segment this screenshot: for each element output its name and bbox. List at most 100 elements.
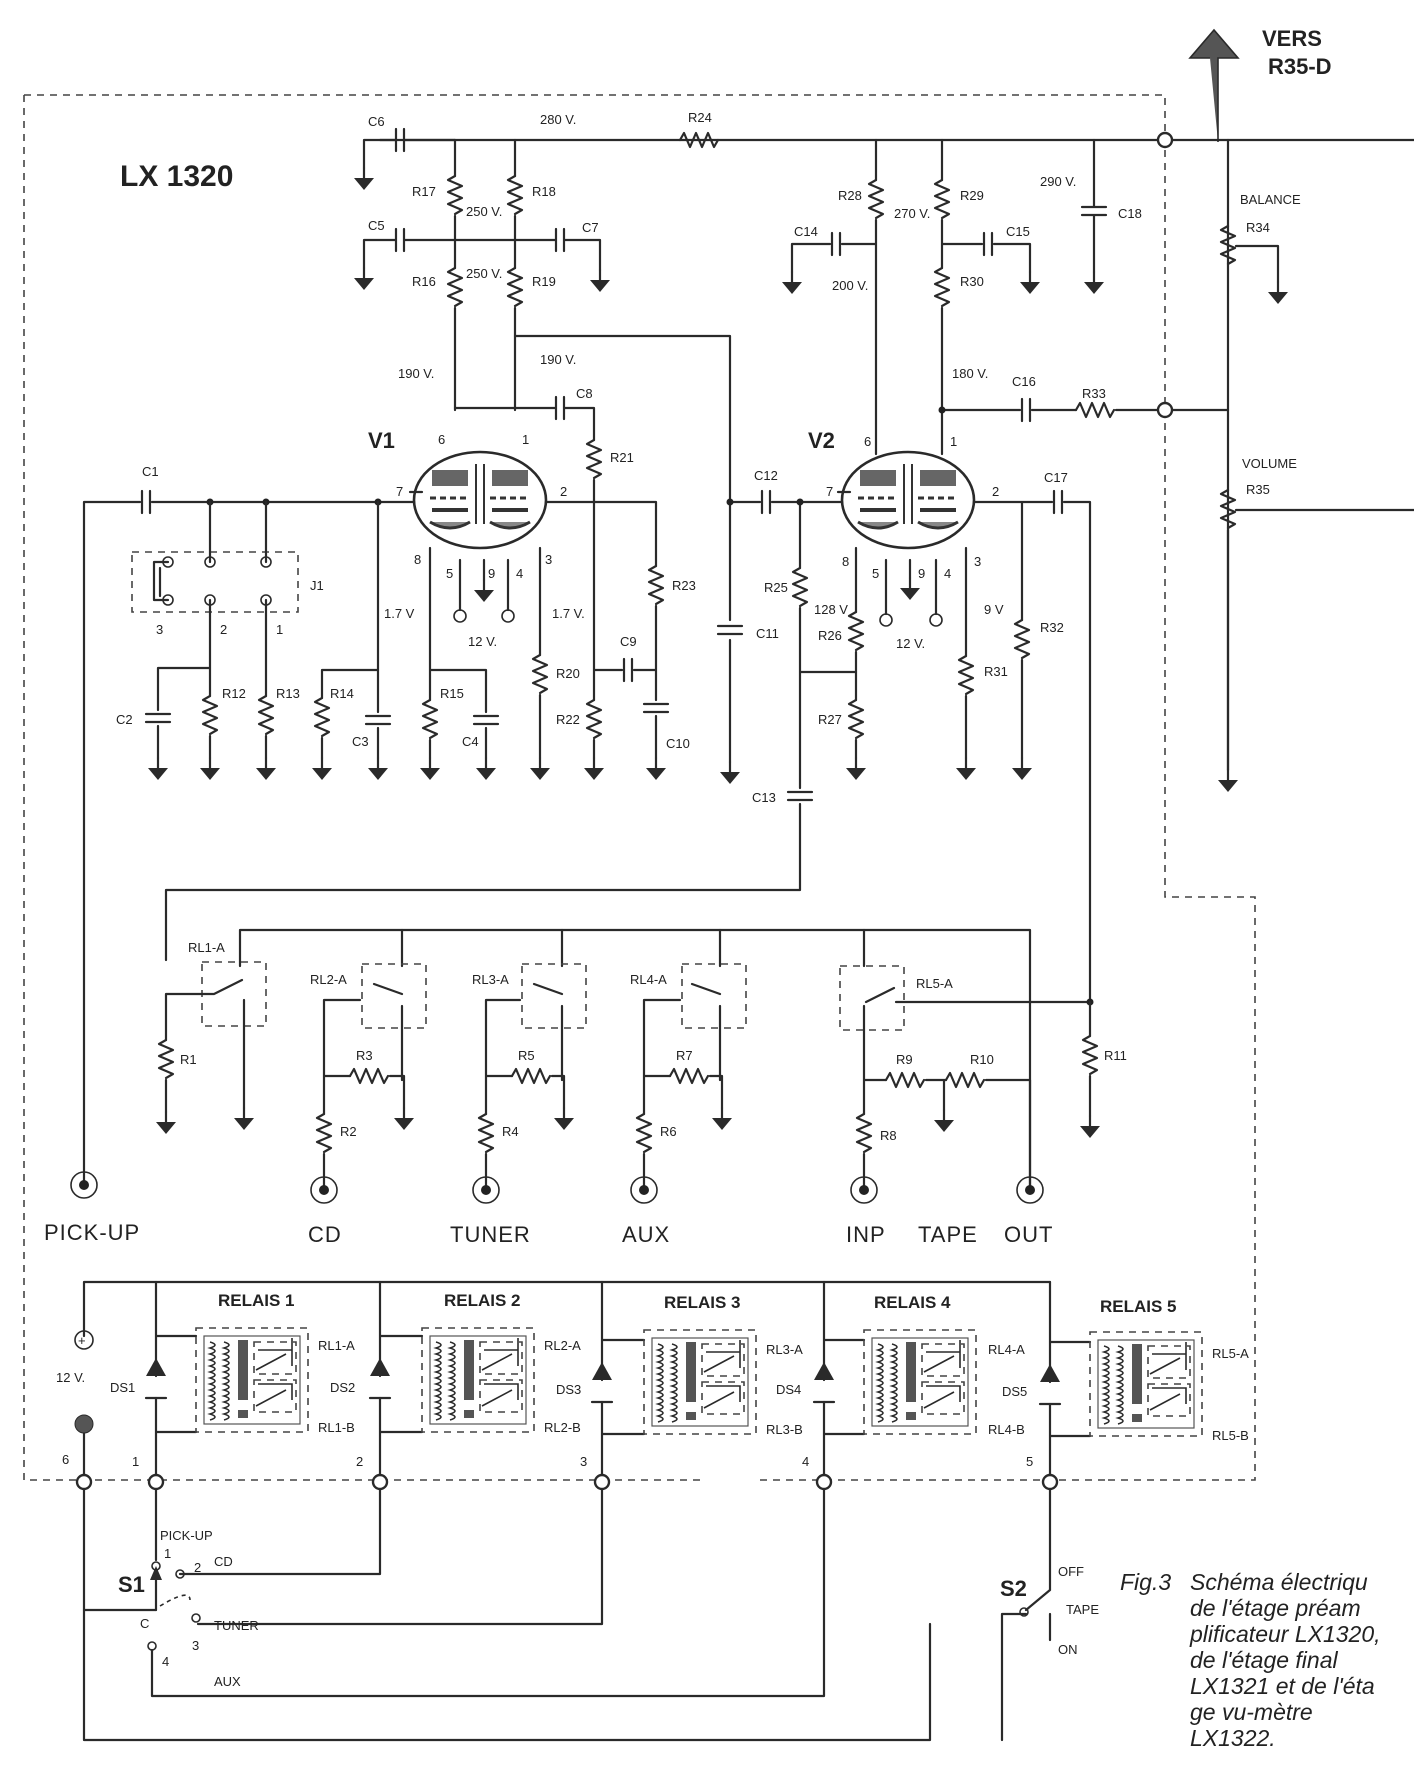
- c17-capacitor: [1052, 489, 1064, 515]
- relais-1-box: [195, 1327, 309, 1433]
- c11-capacitor: [716, 624, 744, 636]
- ground-icon: [366, 756, 390, 782]
- relais-1-diode: DS1: [110, 1380, 135, 1395]
- r15-label: R15: [440, 686, 464, 701]
- v1-pin-labels: 6 1 7 2 8 5 9 4 3: [396, 432, 567, 581]
- rl2a-contact: [361, 963, 427, 1029]
- connector-aux: AUX: [622, 1222, 670, 1247]
- c7-label: C7: [582, 220, 599, 235]
- svg-text:1: 1: [522, 432, 529, 447]
- r21-resistor: [585, 438, 603, 480]
- relais-4-contact-a: RL4-A: [988, 1342, 1025, 1357]
- terminal-4: [815, 1473, 833, 1491]
- terminal-6: [75, 1473, 93, 1491]
- c17-label: C17: [1044, 470, 1068, 485]
- c18-capacitor: [1080, 205, 1108, 217]
- ground-icon: [198, 756, 222, 782]
- plus-terminal-icon: [74, 1330, 94, 1350]
- r35-label: R35: [1246, 482, 1270, 497]
- voltage-280: 280 V.: [540, 112, 576, 127]
- v2-label: V2: [808, 428, 835, 453]
- relais-2-box: [421, 1327, 535, 1433]
- s2-switch[interactable]: [1019, 1607, 1029, 1617]
- c8-label: C8: [576, 386, 593, 401]
- r16-resistor: [446, 266, 464, 308]
- r9-label: R9: [896, 1052, 913, 1067]
- caption-line-3: plificateur LX1320,: [1189, 1621, 1381, 1647]
- j1-label: J1: [310, 578, 324, 593]
- voltage-190-a: 190 V.: [398, 366, 434, 381]
- caption-line-5: LX1321 et de l'éta: [1190, 1673, 1375, 1699]
- s1-num-2: 2: [194, 1560, 201, 1575]
- ground-icon: [898, 576, 922, 602]
- relais-3-contact-a: RL3-A: [766, 1342, 803, 1357]
- relais-4-box: [863, 1329, 977, 1435]
- r15-resistor: [421, 698, 439, 740]
- c3-capacitor: [364, 714, 392, 726]
- voltage-250-a: 250 V.: [466, 204, 502, 219]
- relais-2-contact-b: RL2-B: [544, 1420, 581, 1435]
- r30-resistor: [933, 266, 951, 308]
- figure-caption: Fig.3 Schéma électriqu de l'étage préam …: [1120, 1569, 1381, 1751]
- r14-label: R14: [330, 686, 354, 701]
- ground-icon: [1216, 768, 1240, 794]
- relais-5-title: RELAIS 5: [1100, 1297, 1177, 1316]
- r8-resistor: [855, 1112, 873, 1154]
- connector-pickup: PICK-UP: [44, 1220, 140, 1245]
- r31-resistor: [957, 654, 975, 696]
- r20-resistor: [531, 653, 549, 695]
- svg-text:2: 2: [992, 484, 999, 499]
- r23-resistor: [647, 564, 665, 606]
- c6-label: C6: [368, 114, 385, 129]
- r26-resistor: [847, 610, 865, 652]
- r2-resistor: [315, 1112, 333, 1154]
- v2-pin-labels: 6 1 7 2 8 5 9 4 3: [826, 434, 999, 581]
- ground-icon: [644, 756, 668, 782]
- r27-resistor: [847, 698, 865, 740]
- ground-icon: [352, 266, 376, 292]
- r28-label: R28: [838, 188, 862, 203]
- ground-icon: [1266, 280, 1290, 306]
- terminal-3: [593, 1473, 611, 1491]
- c10-capacitor: [642, 702, 670, 714]
- s1-num-1: 1: [164, 1546, 171, 1561]
- c14-label: C14: [794, 224, 818, 239]
- relais-1-contact-b: RL1-B: [318, 1420, 355, 1435]
- voltage-1-7-a: 1.7 V: [384, 606, 415, 621]
- plus-sign: +: [78, 1333, 86, 1348]
- r33-label: R33: [1082, 386, 1106, 401]
- r4-label: R4: [502, 1124, 519, 1139]
- c10-label: C10: [666, 736, 690, 751]
- connector-tape: TAPE: [918, 1222, 978, 1247]
- ground-icon: [844, 756, 868, 782]
- s1-arrow-icon[interactable]: [150, 1566, 162, 1580]
- svg-text:6: 6: [864, 434, 871, 449]
- vers-arrow-icon: [1188, 28, 1240, 142]
- r13-resistor: [257, 694, 275, 736]
- r18-label: R18: [532, 184, 556, 199]
- relais-5-contact-b: RL5-B: [1212, 1428, 1249, 1443]
- c11-label: C11: [756, 626, 779, 641]
- ground-icon: [146, 756, 170, 782]
- r22-label: R22: [556, 712, 580, 727]
- rl5a-contact: [839, 965, 905, 1031]
- minus-terminal-icon: [74, 1414, 94, 1434]
- r3-resistor: [348, 1067, 390, 1085]
- r14-resistor: [313, 696, 331, 738]
- r33-resistor: [1074, 401, 1116, 419]
- ground-icon: [582, 756, 606, 782]
- ground-icon: [154, 1110, 178, 1136]
- voltage-9: 9 V: [984, 602, 1004, 617]
- ground-icon: [710, 1106, 734, 1132]
- ground-icon: [552, 1106, 576, 1132]
- c5-capacitor: [394, 227, 406, 253]
- c9-label: C9: [620, 634, 637, 649]
- r5-label: R5: [518, 1048, 535, 1063]
- j1-pin-1: 1: [276, 622, 283, 637]
- r28-resistor: [867, 178, 885, 220]
- heater-12v-b: 12 V.: [896, 636, 925, 651]
- svg-text:8: 8: [414, 552, 421, 567]
- voltage-190-b: 190 V.: [540, 352, 576, 367]
- connector-inp: INP: [846, 1222, 886, 1247]
- ground-icon: [1082, 270, 1106, 296]
